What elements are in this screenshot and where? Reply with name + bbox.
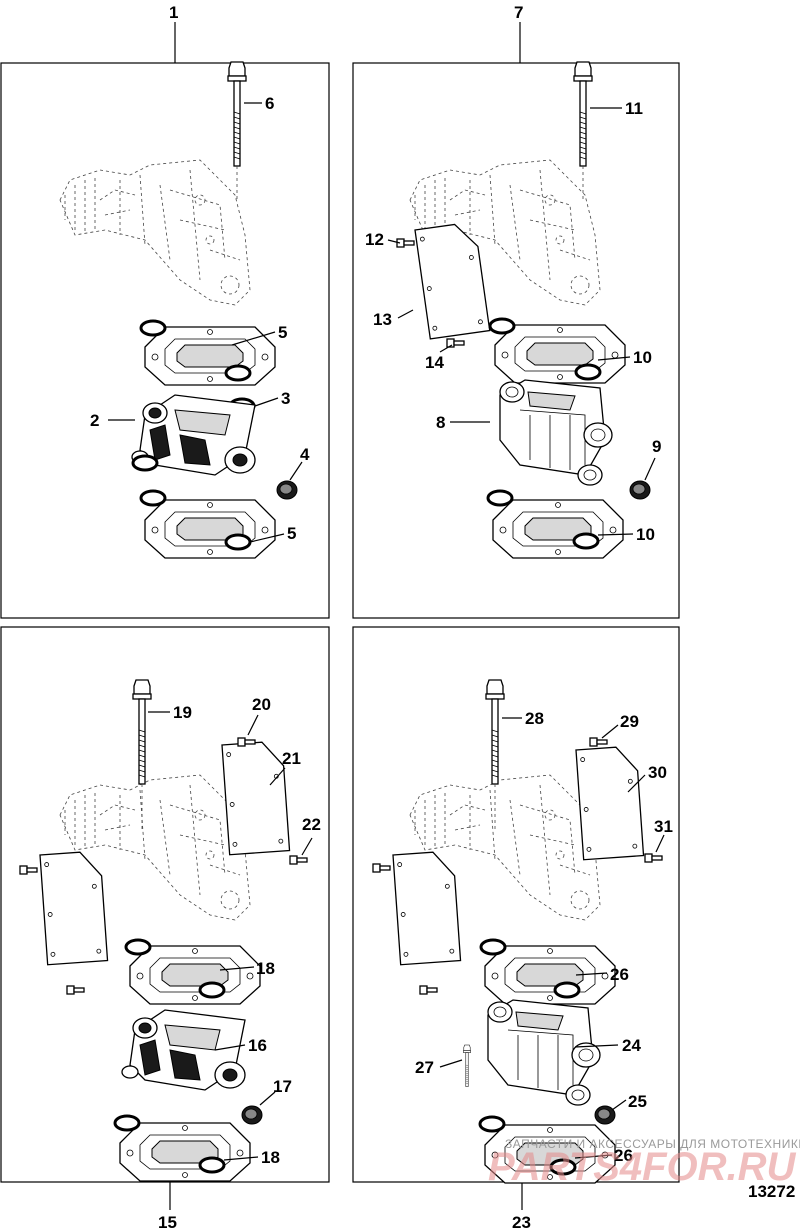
callout-19: 19 (173, 703, 192, 722)
o-ring-icon (131, 454, 159, 472)
callout-21: 21 (282, 749, 301, 768)
plate-icon (575, 745, 645, 861)
callout-22: 22 (302, 815, 321, 834)
o-ring-icon (574, 363, 602, 381)
callout-9: 9 (652, 437, 661, 456)
callout-24: 24 (622, 1036, 641, 1055)
o-ring-icon (198, 981, 226, 999)
screw-icon (372, 863, 391, 873)
o-ring-icon (478, 1115, 506, 1133)
callout-26b: 26 (614, 1146, 633, 1165)
plate-icon (414, 220, 491, 340)
callout-18: 18 (256, 959, 275, 978)
plate-icon (39, 850, 109, 966)
assembly-label-1: 1 (169, 3, 178, 22)
callout-18b: 18 (261, 1148, 280, 1167)
cap-icon (276, 480, 298, 500)
callout-8: 8 (436, 413, 445, 432)
callout-14: 14 (425, 353, 444, 372)
screw-icon (589, 737, 608, 747)
cap-icon (594, 1105, 616, 1125)
callout-27: 27 (415, 1058, 434, 1077)
callout-10: 10 (633, 348, 652, 367)
exhaust-elbow-icon (499, 379, 613, 486)
screw-icon (19, 865, 38, 875)
callout-20: 20 (252, 695, 271, 714)
exhaust-elbow-icon (487, 999, 601, 1106)
watermark-tagline: ЗАПЧАСТИ И АКСЕССУАРЫ ДЛЯ МОТОТЕХНИКИ (505, 1137, 800, 1151)
callout-4: 4 (300, 445, 310, 464)
panel-frame (352, 62, 680, 619)
callout-11: 11 (625, 99, 643, 118)
o-ring-icon (113, 1114, 141, 1132)
screw-icon (66, 985, 85, 995)
callout-30: 30 (648, 763, 667, 782)
screw-icon (289, 855, 308, 865)
o-ring-icon (224, 533, 252, 551)
screw-icon (419, 985, 438, 995)
gasket-icon (492, 499, 624, 559)
callout-2: 2 (90, 411, 99, 430)
exhaust-elbow-icon (121, 1009, 246, 1091)
o-ring-icon (479, 938, 507, 956)
cap-icon (241, 1105, 263, 1125)
callout-29: 29 (620, 712, 639, 731)
gasket-icon (144, 499, 276, 559)
gasket-icon (119, 1122, 251, 1182)
bolt-icon (485, 679, 505, 785)
cap-icon (629, 480, 651, 500)
figure-number: 13272 (748, 1182, 795, 1201)
screw-icon (644, 853, 663, 863)
assembly-label-15: 15 (158, 1213, 177, 1230)
bolt-icon (573, 61, 593, 167)
panel-2: 11 12 13 14 10 8 9 10 (365, 61, 661, 559)
o-ring-icon (139, 319, 167, 337)
panel-4: 28 29 30 31 26 24 27 25 26 (372, 679, 673, 1184)
assembly-label-7: 7 (514, 3, 523, 22)
callout-25: 25 (628, 1092, 647, 1111)
gasket-icon (129, 945, 261, 1005)
panel-1: 6 5 3 2 4 5 (59, 61, 310, 559)
o-ring-icon (486, 489, 514, 507)
panel-3: 19 20 21 22 18 16 17 18 (19, 679, 321, 1182)
callout-6: 6 (265, 94, 274, 113)
callout-28: 28 (525, 709, 544, 728)
plate-icon (392, 850, 462, 966)
callout-12: 12 (365, 230, 384, 249)
o-ring-icon (198, 1156, 226, 1174)
callout-10b: 10 (636, 525, 655, 544)
o-ring-icon (553, 981, 581, 999)
callout-31: 31 (654, 817, 673, 836)
callout-5b: 5 (287, 524, 296, 543)
panel-frame (0, 626, 330, 1183)
gasket-icon (494, 324, 626, 384)
bolt-icon (132, 679, 152, 785)
plate-icon (221, 740, 291, 856)
o-ring-icon (124, 938, 152, 956)
exhaust-manifold-icon (59, 159, 251, 306)
gasket-icon (484, 945, 616, 1005)
o-ring-icon (488, 317, 516, 335)
gasket-icon (144, 326, 276, 386)
panel-frame (0, 62, 330, 619)
o-ring-icon (224, 364, 252, 382)
assembly-label-23: 23 (512, 1213, 531, 1230)
callout-16: 16 (248, 1036, 267, 1055)
callout-26: 26 (610, 965, 629, 984)
bolt-icon (227, 61, 247, 167)
callout-17: 17 (273, 1077, 292, 1096)
callout-3: 3 (281, 389, 290, 408)
o-ring-icon (572, 532, 600, 550)
callout-5: 5 (278, 323, 287, 342)
callout-13: 13 (373, 310, 392, 329)
bolt-icon (463, 1044, 471, 1087)
watermark-logo: PARTS4FOR.RU (488, 1145, 797, 1189)
o-ring-icon (139, 489, 167, 507)
